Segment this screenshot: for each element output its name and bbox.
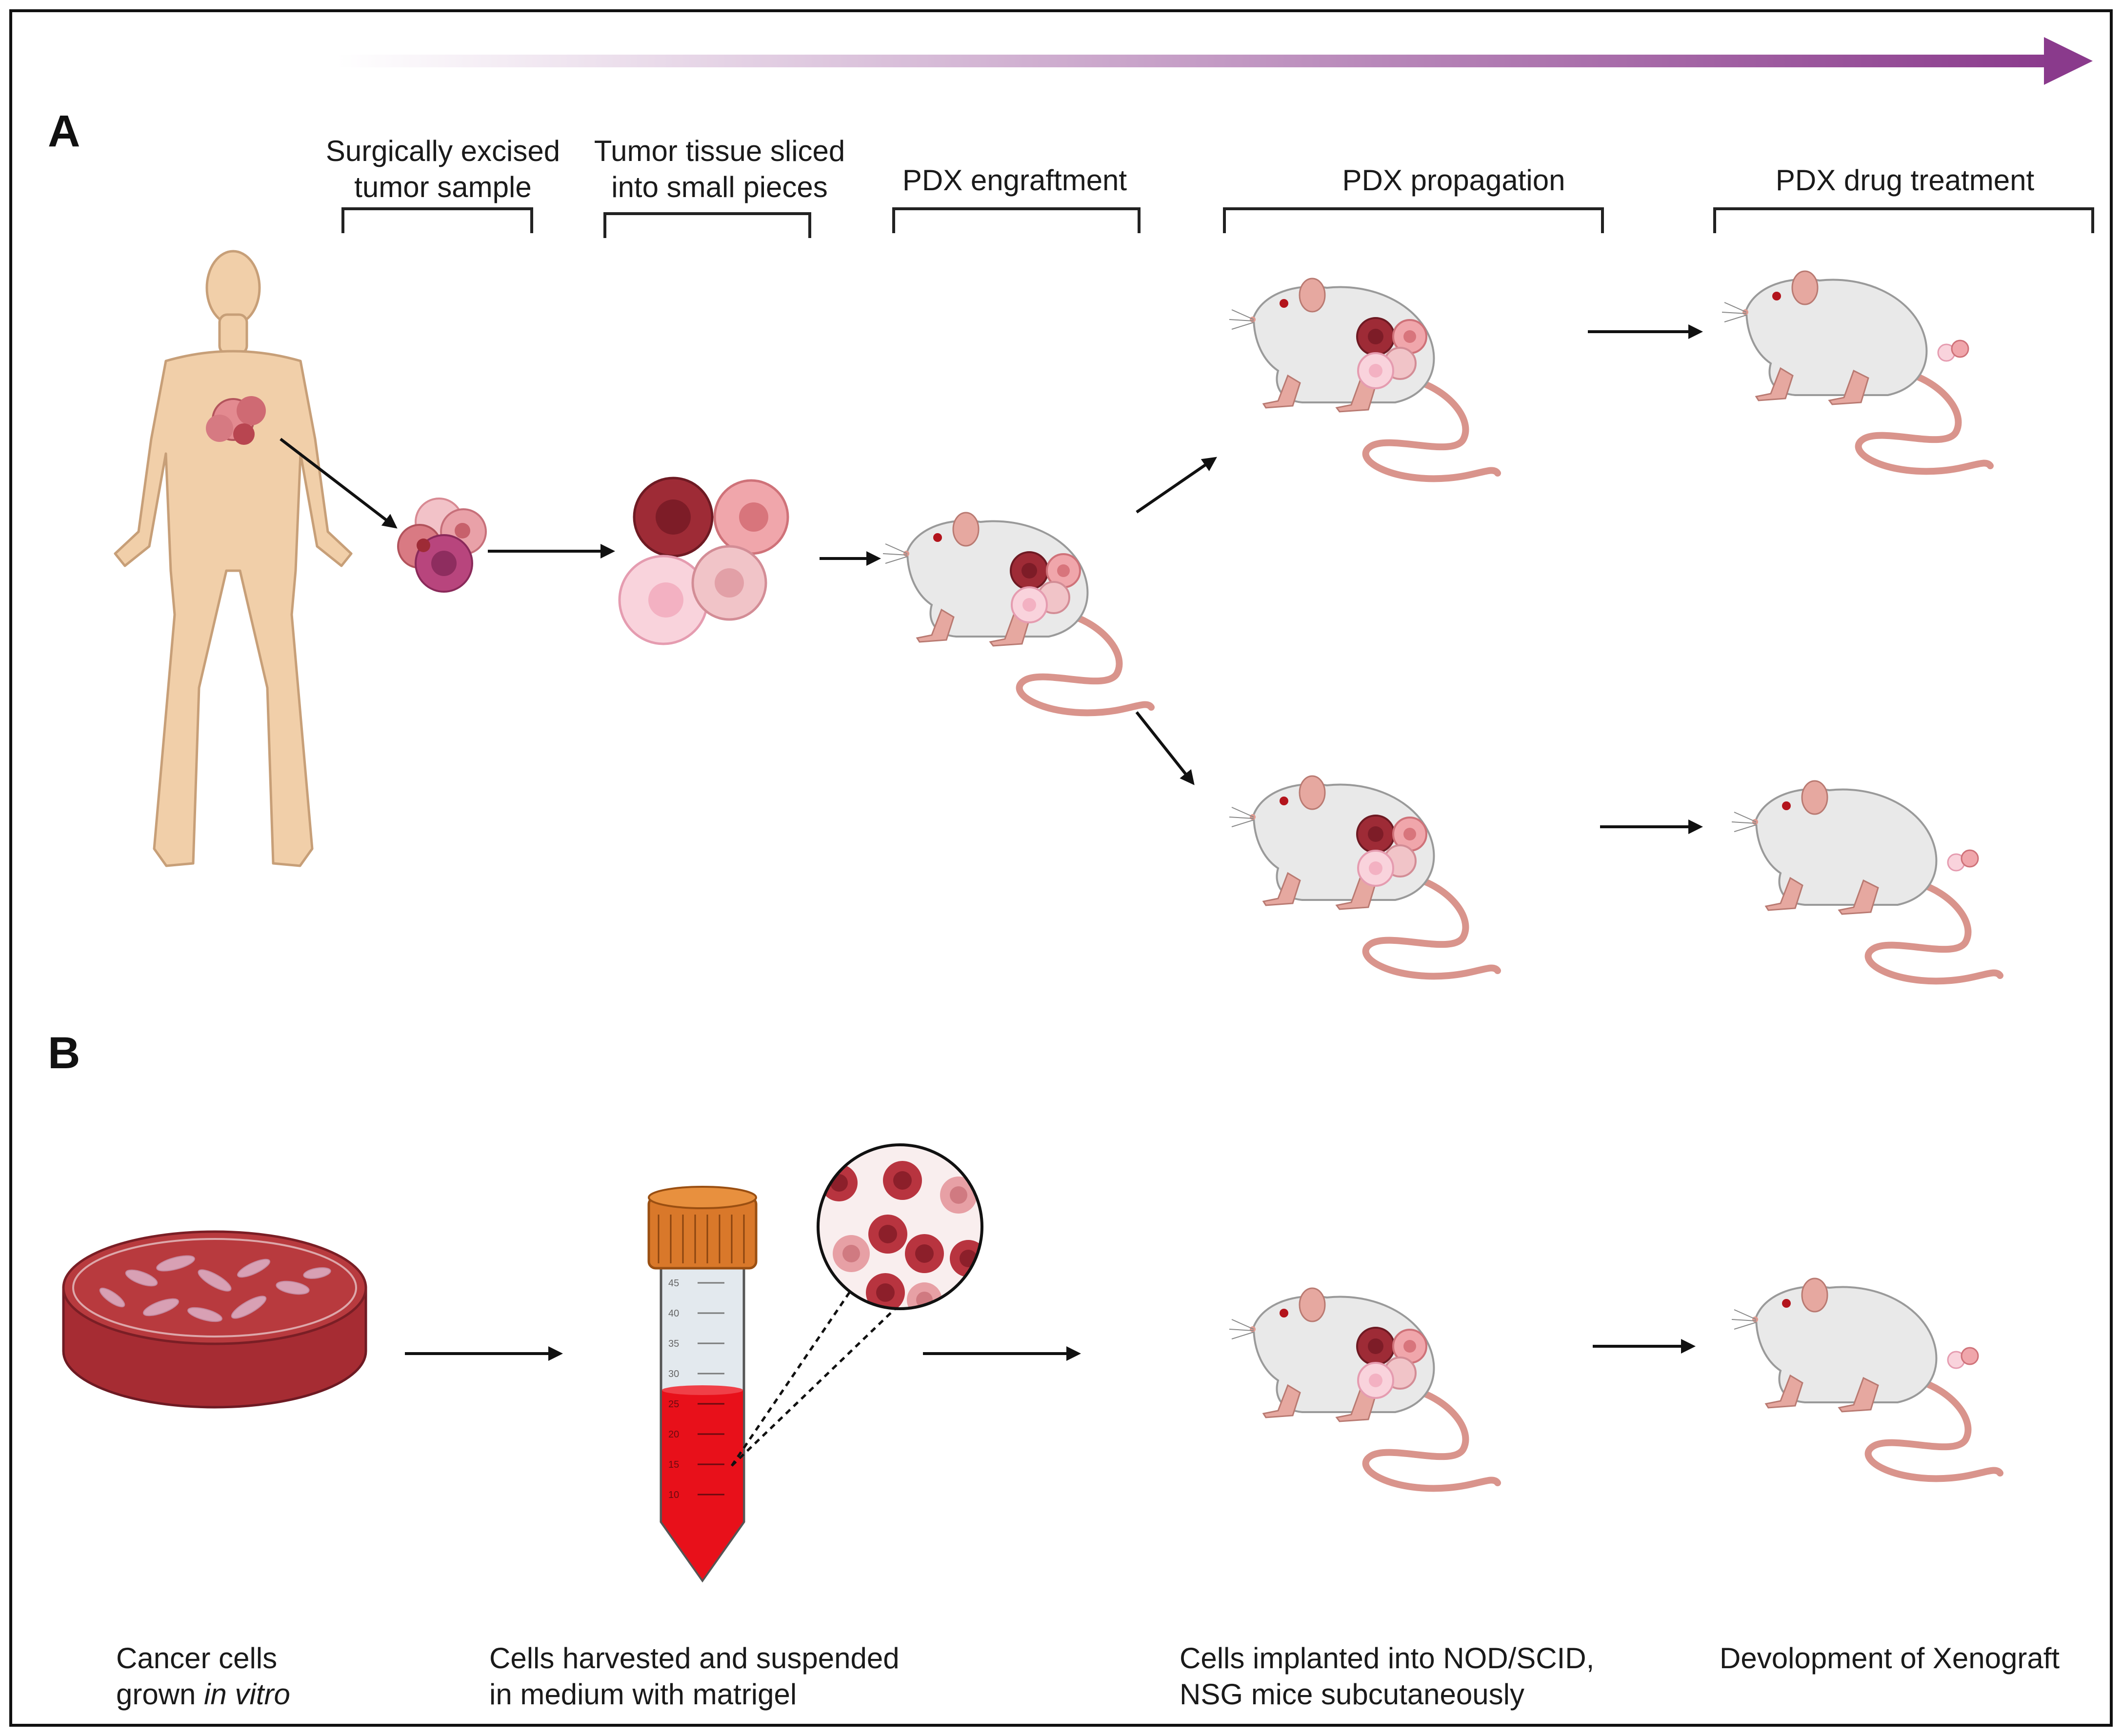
tube-tick-label: 25 bbox=[668, 1399, 679, 1410]
mouse-icon bbox=[1229, 278, 1501, 482]
step-label-surgical-line2: tumor sample bbox=[354, 171, 531, 203]
tube-tick-label: 45 bbox=[668, 1278, 679, 1289]
label-implanted-line1: Cells implanted into NOD/SCID, bbox=[1180, 1642, 1594, 1675]
timeline-arrow bbox=[337, 37, 2093, 85]
centrifuge-tube-icon: 45 40 35 30 25 20 15 10 bbox=[647, 1186, 758, 1583]
step-label-sliced-line1: Tumor tissue sliced bbox=[594, 135, 845, 167]
tube-tick-label: 15 bbox=[668, 1459, 679, 1470]
step-label-propagation: PDX propagation bbox=[1342, 164, 1565, 197]
tube-scale: 45 40 35 30 25 20 15 10 bbox=[668, 1278, 724, 1500]
label-in-vitro: in vitro bbox=[204, 1678, 290, 1711]
human-body-icon bbox=[114, 250, 353, 867]
tube-tick-label: 40 bbox=[668, 1308, 679, 1319]
petri-dish-icon bbox=[62, 1230, 367, 1409]
arrows-panel-b bbox=[405, 1339, 1696, 1361]
label-xenograft: Devolopment of Xenograft bbox=[1720, 1642, 2060, 1675]
arrows-panel-a bbox=[280, 324, 1703, 834]
label-brackets bbox=[341, 207, 2094, 238]
mouse-icon bbox=[882, 512, 1155, 717]
label-cancer-cells-prefix: grown bbox=[116, 1678, 204, 1711]
mouse-icon bbox=[1229, 1287, 1501, 1492]
tube-tick-label: 20 bbox=[668, 1429, 679, 1440]
label-cancer-cells-line2: grown in vitro bbox=[116, 1678, 290, 1711]
panel-letter-b: B bbox=[48, 1028, 80, 1078]
zoom-lines bbox=[730, 1267, 921, 1467]
mouse-icon bbox=[1731, 1277, 2003, 1482]
tumor-cluster-icon bbox=[397, 498, 487, 593]
step-label-drug-treatment: PDX drug treatment bbox=[1776, 164, 2035, 197]
mouse-icon bbox=[1722, 270, 1994, 475]
magnified-cells-icon bbox=[817, 1143, 983, 1310]
step-label-sliced-line2: into small pieces bbox=[611, 171, 828, 203]
mouse-icon bbox=[1731, 780, 2003, 985]
label-cancer-cells-line1: Cancer cells bbox=[116, 1642, 277, 1675]
tube-tick-label: 30 bbox=[668, 1369, 679, 1379]
tube-tick-label: 35 bbox=[668, 1338, 679, 1349]
tumor-on-chest-icon bbox=[206, 396, 266, 445]
step-label-surgical-line1: Surgically excised bbox=[326, 135, 560, 167]
label-harvested-line2: in medium with matrigel bbox=[489, 1678, 797, 1711]
mouse-icon bbox=[1229, 775, 1501, 980]
tumor-pieces-icon bbox=[618, 477, 789, 645]
label-harvested-line1: Cells harvested and suspended bbox=[489, 1642, 900, 1675]
panel-letter-a: A bbox=[48, 106, 80, 156]
figure-border bbox=[9, 9, 2113, 1727]
step-label-engraftment: PDX engraftment bbox=[902, 164, 1127, 197]
label-implanted-line2: NSG mice subcutaneously bbox=[1180, 1678, 1524, 1711]
tube-tick-label: 10 bbox=[668, 1490, 679, 1500]
